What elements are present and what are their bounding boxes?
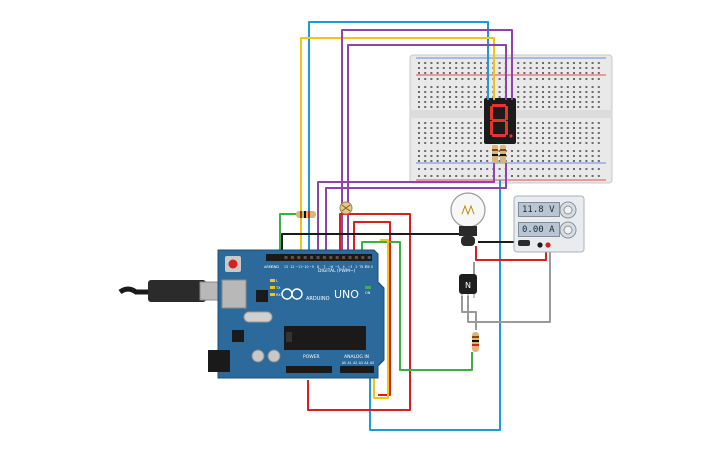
analog-pin-label: A2 <box>353 361 357 365</box>
power-jack <box>208 350 230 372</box>
digital-pin-label: 12 <box>290 265 294 269</box>
digital-pin-label: 2 <box>355 265 357 269</box>
wire-grey <box>467 246 551 323</box>
usb-cable <box>118 280 227 302</box>
digital-pin-label: 8 <box>317 265 319 269</box>
resistor[interactable] <box>296 211 316 218</box>
board-name: UNO <box>334 288 359 301</box>
microcontroller-chip <box>284 326 366 350</box>
digital-pin-label: ~10 <box>302 265 309 269</box>
digital-pin-label: RX 0 <box>365 265 372 269</box>
psu-negative-terminal[interactable] <box>537 242 543 248</box>
digital-pin-label: ~5 <box>335 265 340 269</box>
wire-blue <box>369 180 501 431</box>
led-label-l: L <box>276 279 278 283</box>
digital-pin-label: ~6 <box>328 265 333 269</box>
psu-current-display: 0.00 A <box>518 222 560 237</box>
analog-header[interactable] <box>340 366 374 373</box>
wire-purple <box>325 163 507 258</box>
wire-red <box>307 213 411 411</box>
psu-positive-terminal[interactable] <box>545 242 551 248</box>
wire-purple <box>347 44 507 258</box>
segment-digit <box>490 104 513 138</box>
digital-pin-label: TX 1 <box>358 265 366 269</box>
analog-pin-label: A0 <box>342 361 346 365</box>
breadboard-resistors <box>492 145 506 163</box>
digital-pin-label: 13 <box>284 265 288 269</box>
led-label-on: ON <box>365 291 371 295</box>
wire-yellow <box>300 37 495 258</box>
digital-header-label: DIGITAL (PWM~) <box>318 268 356 274</box>
led-label-rx: RX <box>276 293 281 297</box>
photoresistor[interactable] <box>339 201 353 215</box>
seven-segment-display[interactable] <box>484 98 516 144</box>
wire-red <box>475 246 547 261</box>
board-leds: L TX RX ON <box>270 279 371 297</box>
svg-text:ARDUINO: ARDUINO <box>306 296 330 302</box>
analog-pin-label: A1 <box>347 361 351 365</box>
digital-pin-label: 7 <box>323 265 325 269</box>
resistor[interactable] <box>472 332 479 352</box>
usb-port <box>221 279 247 309</box>
psu-voltage-display: 11.8 V <box>518 202 560 217</box>
transistor-label: N <box>465 281 471 290</box>
wire-grey <box>461 296 477 330</box>
analog-header-label: ANALOG IN <box>344 354 369 360</box>
wire-purple <box>317 163 495 258</box>
wire-purple <box>341 29 513 258</box>
digital-pin-label: ~11 <box>295 265 302 269</box>
analog-pin-label: A5 <box>370 361 374 365</box>
digital-pin-label: ~3 <box>348 265 353 269</box>
arduino-logo: ARDUINO <box>281 288 330 302</box>
digital-pin-label: 4 <box>343 265 345 269</box>
power-header[interactable] <box>286 366 332 373</box>
digital-header[interactable] <box>266 254 372 261</box>
analog-pin-label: A4 <box>364 361 368 365</box>
digital-pin-label: ~9 <box>309 265 314 269</box>
power-header-label: POWER <box>303 354 320 360</box>
npn-transistor[interactable]: N <box>459 274 477 298</box>
aref-label: AREF <box>264 265 273 269</box>
light-bulb[interactable] <box>450 192 486 246</box>
wire-green <box>361 241 473 371</box>
wire-blue <box>308 21 489 258</box>
wire-yellow <box>373 239 389 399</box>
analog-pin-label: A3 <box>359 361 363 365</box>
gnd-label: GND <box>271 265 279 269</box>
led-label-tx: TX <box>275 286 281 290</box>
